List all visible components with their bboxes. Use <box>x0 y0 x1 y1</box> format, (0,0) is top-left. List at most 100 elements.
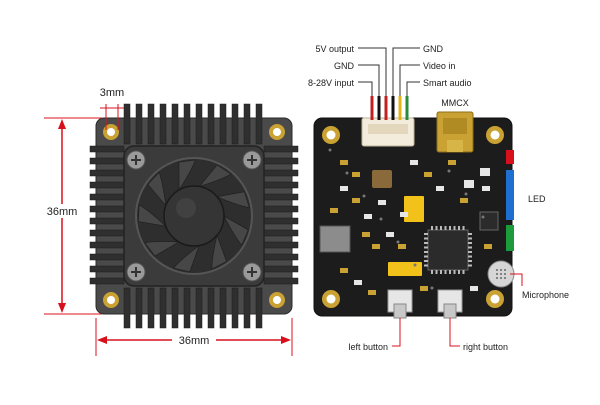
heatsink-fin <box>183 103 191 145</box>
arrow-head-right <box>281 336 291 344</box>
smd-part <box>420 286 428 291</box>
heatsink-fin <box>263 193 299 201</box>
label-gnd-top: GND <box>423 44 444 54</box>
main-chip <box>427 229 469 271</box>
mount-hole-center <box>107 296 115 304</box>
chip-pin <box>468 233 472 235</box>
chip-pin <box>424 255 428 258</box>
chip-pin <box>468 264 472 267</box>
heatsink-fin <box>263 277 299 285</box>
microphone-callout: Microphone <box>510 273 569 300</box>
heatsink-fin <box>171 103 179 145</box>
chip-pin <box>424 251 428 253</box>
mic-hole <box>496 269 498 271</box>
smd-part <box>460 198 468 203</box>
label-led: LED <box>528 194 546 204</box>
label-smart-audio: Smart audio <box>423 78 472 88</box>
heatsink-module <box>89 103 299 329</box>
fan-blade <box>178 159 197 192</box>
fan-blades <box>137 159 250 273</box>
heatsink-fin <box>255 287 263 329</box>
heatsink-fin <box>135 287 143 329</box>
chip-pin <box>468 255 472 258</box>
width-label: 36mm <box>179 335 210 347</box>
smd-part <box>330 208 338 213</box>
heatsink-fin <box>263 265 299 273</box>
smd-part <box>410 160 418 165</box>
heatsink-fin <box>263 181 299 189</box>
label-right-button: right button <box>463 342 508 352</box>
smd-part <box>484 244 492 249</box>
heatsink-fin <box>183 287 191 329</box>
tantalum-capacitor <box>404 196 424 222</box>
tantalum-capacitor <box>388 262 422 276</box>
fan-blade <box>215 191 250 209</box>
heatsink-fin <box>195 287 203 329</box>
height-label: 36mm <box>47 206 78 218</box>
label-mmcx: MMCX <box>441 98 469 108</box>
mic-hole <box>504 269 506 271</box>
heatsink-fin <box>231 287 239 329</box>
chip-pin <box>435 226 438 230</box>
heatsink-fin <box>89 265 125 273</box>
heatsink-fin <box>263 157 299 165</box>
arrow-head-left <box>97 336 107 344</box>
via <box>362 194 366 198</box>
heatsink-fin <box>89 157 125 165</box>
smd-part <box>436 186 444 191</box>
led-green <box>506 225 514 251</box>
left-button-cap[interactable] <box>393 303 407 319</box>
via <box>328 148 332 152</box>
chip-pin <box>440 270 442 274</box>
smd-part <box>398 244 406 249</box>
chip-pin <box>462 226 465 230</box>
smd-part <box>482 186 490 191</box>
chip-pins <box>424 226 472 274</box>
heatsink-fin <box>231 103 239 145</box>
via <box>464 192 468 196</box>
right-button-cap[interactable] <box>443 303 457 319</box>
heatsink-fin <box>89 253 125 261</box>
led-blue <box>506 170 514 220</box>
heatsink-fin <box>123 103 131 145</box>
heatsink-fin <box>219 103 227 145</box>
wire-bundle <box>370 96 409 120</box>
smd-part <box>424 172 432 177</box>
chip-pin <box>453 270 456 274</box>
heatsink-fin <box>263 241 299 249</box>
heatsink-fin <box>89 145 125 153</box>
heatsink-fin <box>159 287 167 329</box>
mount-hole-center <box>273 296 281 304</box>
heatsink-fin <box>255 103 263 145</box>
heatsink-fin <box>89 169 125 177</box>
width-dimension: 36mm <box>95 318 293 356</box>
label-left-button: left button <box>348 342 388 352</box>
chip-pin <box>468 251 472 253</box>
heatsink-fin <box>147 103 155 145</box>
heatsink-fins-left <box>89 145 125 285</box>
fan-hub-highlight <box>176 198 196 218</box>
via <box>447 169 451 173</box>
heatsink-fin <box>123 287 131 329</box>
chip-pin <box>462 270 465 274</box>
mic-hole <box>504 273 506 275</box>
left-button-callout: left button <box>348 318 401 352</box>
smd-part <box>448 160 456 165</box>
smd-part <box>386 232 394 237</box>
heatsink-fin <box>89 229 125 237</box>
chip-pin <box>458 270 460 274</box>
pcb-board <box>313 111 515 319</box>
chip-pin <box>468 242 472 244</box>
chip-pin <box>444 270 447 274</box>
chip-pin <box>424 237 428 240</box>
smd-part <box>340 268 348 273</box>
heatsink-fins-top <box>123 103 263 145</box>
smd-part <box>470 286 478 291</box>
via <box>379 217 383 221</box>
heatsink-fin <box>159 103 167 145</box>
smd-part <box>364 214 372 219</box>
heatsink-fin <box>89 277 125 285</box>
heatsink-fin <box>195 103 203 145</box>
smd-components <box>328 148 492 295</box>
heatsink-fin <box>263 229 299 237</box>
